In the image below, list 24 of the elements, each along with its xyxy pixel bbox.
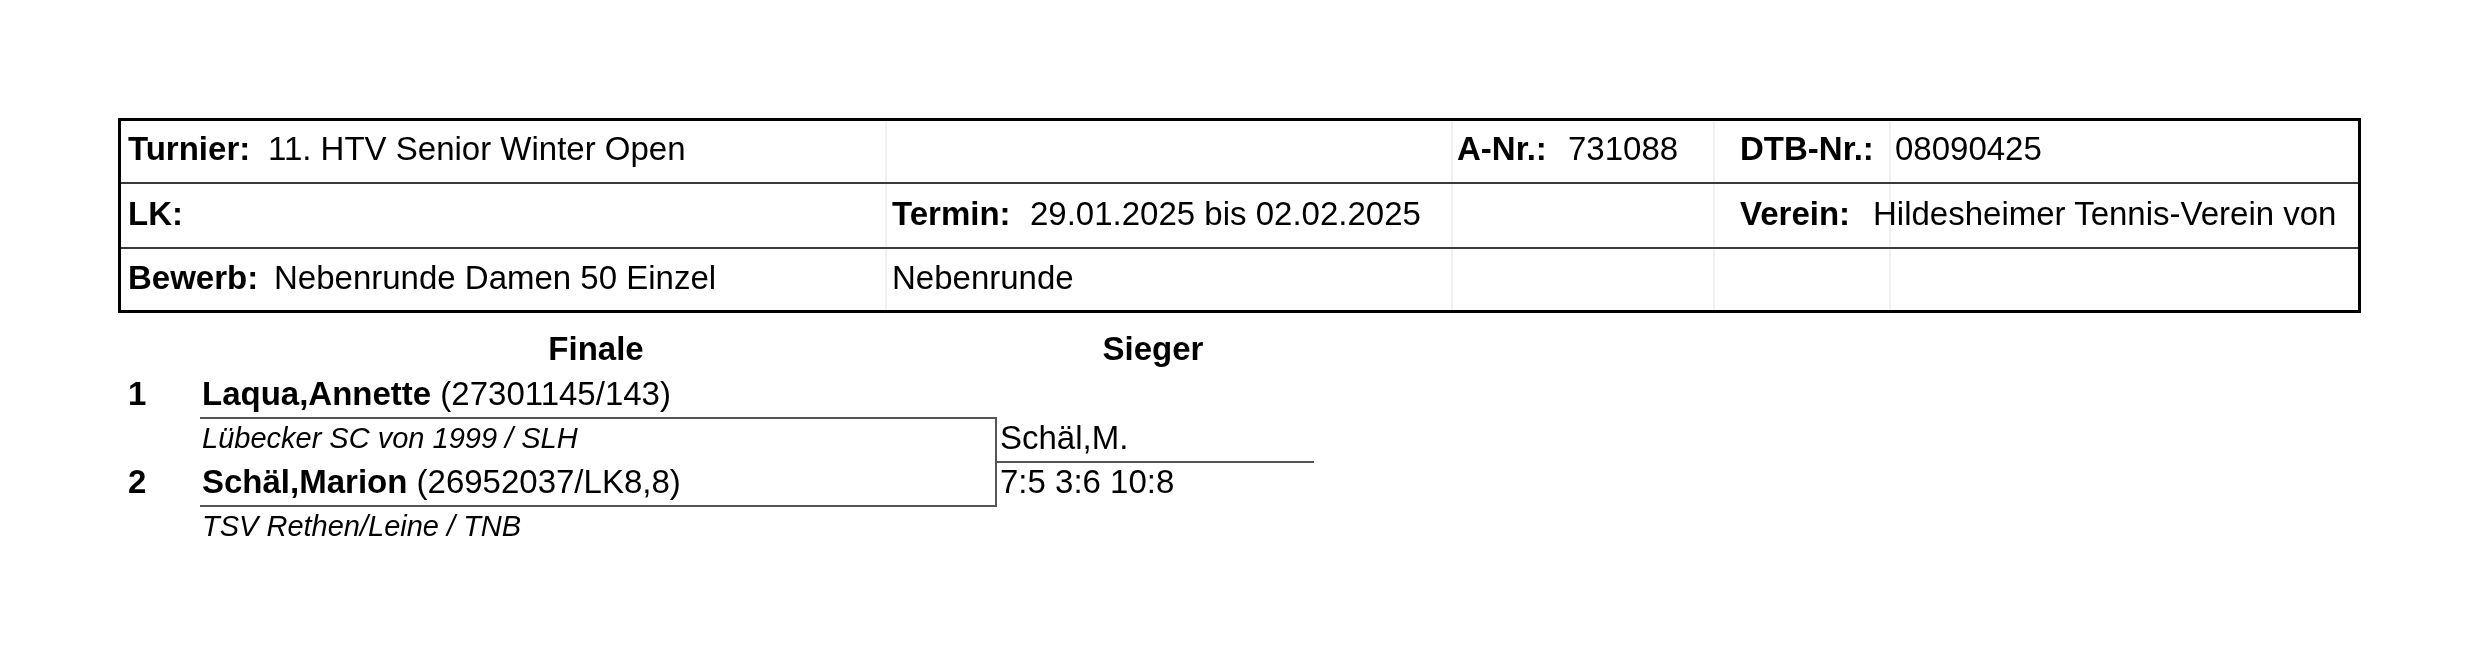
column-header: Sieger bbox=[1102, 329, 1204, 369]
field-label: Bewerb: bbox=[128, 258, 259, 298]
field-value: 29.01.2025 bis 02.02.2025 bbox=[1030, 194, 1421, 234]
seed-number: 1 bbox=[128, 374, 147, 414]
field-label: Verein: bbox=[1740, 194, 1851, 234]
field-value: Hildesheimer Tennis-Verein von bbox=[1873, 194, 2337, 234]
player-name: Schäl,Marion (26952037/LK8,8) bbox=[202, 462, 681, 502]
club-name: TSV Rethen/Leine / TNB bbox=[202, 509, 522, 543]
field-label: LK: bbox=[128, 194, 183, 234]
field-label: A-Nr.: bbox=[1457, 129, 1547, 169]
field-label: Turnier: bbox=[128, 129, 251, 169]
field-label: Termin: bbox=[892, 194, 1011, 234]
player-name: Laqua,Annette (27301145/143) bbox=[202, 374, 671, 414]
column-header: Finale bbox=[548, 329, 644, 369]
field-value: 11. HTV Senior Winter Open bbox=[268, 129, 686, 169]
club-name: Lübecker SC von 1999 / SLH bbox=[202, 421, 578, 455]
winner-name: Schäl,M. bbox=[1000, 418, 1129, 458]
seed-number: 2 bbox=[128, 462, 147, 502]
field-label: DTB-Nr.: bbox=[1740, 129, 1874, 169]
field-value: Nebenrunde bbox=[892, 258, 1074, 298]
match-score: 7:5 3:6 10:8 bbox=[1000, 465, 1175, 499]
field-value: 731088 bbox=[1568, 129, 1679, 169]
field-value: Nebenrunde Damen 50 Einzel bbox=[274, 258, 717, 298]
field-value: 08090425 bbox=[1895, 129, 2042, 169]
